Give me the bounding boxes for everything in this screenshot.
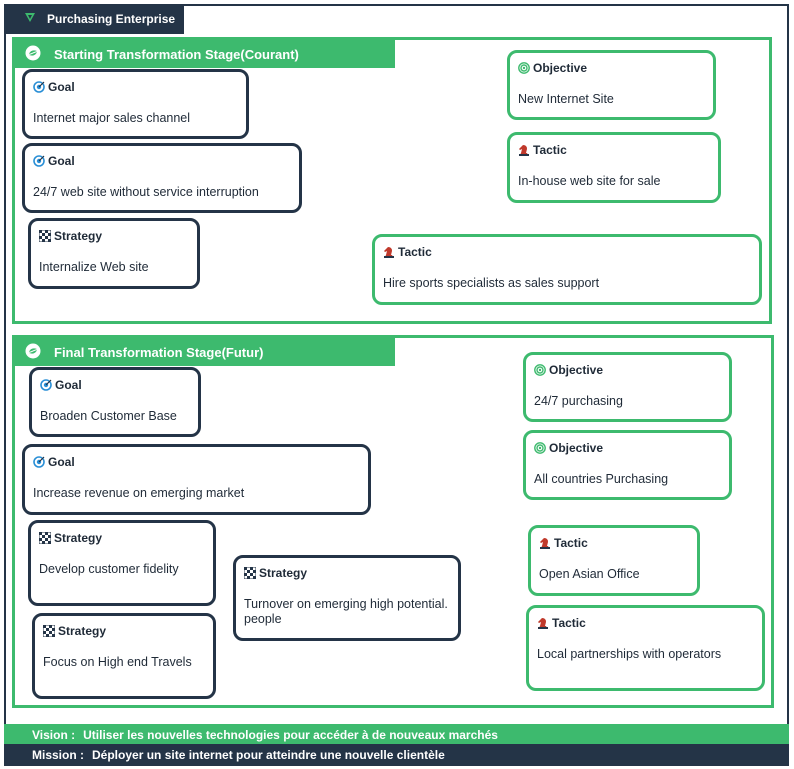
node-text: Develop customer fidelity [39,562,179,576]
strategy-icon [39,230,51,242]
node-text: Hire sports specialists as sales support [383,276,600,290]
node-type: Goal [48,154,75,168]
objective-node[interactable]: Objective New Internet Site [507,50,716,120]
node-type: Strategy [54,531,103,545]
tactic-icon [539,537,551,549]
stage-header: Final Transformation Stage(Futur) [15,338,395,366]
stage-title: Final Transformation Stage(Futur) [54,344,264,360]
node-text: New Internet Site [518,92,614,106]
node-text: Internet major sales channel [33,111,191,125]
node-text: All countries Purchasing [534,472,669,486]
vision-bar: Vision : Utiliser les nouvelles technolo… [4,724,789,745]
app-title: Purchasing Enterprise [47,12,176,26]
goal-icon [40,379,52,391]
node-type: Objective [533,61,588,75]
goal-icon [33,456,45,468]
mission-bar: Mission : Déployer un site internet pour… [4,744,789,765]
strategy-icon [39,532,51,544]
window-frame [4,4,789,766]
strategy-node[interactable]: Strategy Internalize Web site [28,218,200,289]
node-type: Strategy [58,624,107,638]
objective-node[interactable]: Objective 24/7 purchasing [523,352,732,422]
node-text: Increase revenue on emerging market [33,486,245,500]
vision-label: Vision : [32,727,76,742]
strategy-node[interactable]: Strategy Focus on High end Travels [32,613,216,699]
tactic-node[interactable]: Tactic Local partnerships with operators [526,605,765,691]
tactic-icon [537,617,549,629]
node-text: In-house web site for sale [518,174,661,188]
node-type: Strategy [259,566,308,580]
tactic-node[interactable]: Tactic Open Asian Office [528,525,700,596]
node-type: Tactic [554,536,588,550]
goal-node[interactable]: Goal 24/7 web site without service inter… [22,143,302,213]
node-type: Goal [55,378,82,392]
node-text: 24/7 web site without service interrupti… [33,185,259,199]
objective-icon [534,442,546,454]
node-text: Open Asian Office [539,567,640,581]
node-type: Objective [549,363,604,377]
goal-icon [33,155,45,167]
node-text: Focus on High end Travels [43,655,192,669]
strategy-icon [43,625,55,637]
node-text: Broaden Customer Base [40,409,177,423]
tactic-node[interactable]: Tactic In-house web site for sale [507,132,721,203]
stage-header: Starting Transformation Stage(Courant) [15,40,395,68]
node-type: Objective [549,441,604,455]
mission-label: Mission : [32,747,85,762]
node-type: Goal [48,80,75,94]
node-text: Internalize Web site [39,260,149,274]
goal-icon [33,81,45,93]
app-title-tab[interactable]: Purchasing Enterprise [4,4,184,34]
goal-node[interactable]: Goal Broaden Customer Base [29,367,201,437]
stage-icon [25,343,41,362]
vision-text: Utiliser les nouvelles technologies pour… [83,727,498,742]
tactic-icon [383,246,395,258]
goal-node[interactable]: Goal Increase revenue on emerging market [22,444,371,515]
node-text: Turnover on emerging high potential. peo… [244,597,448,626]
stage-title: Starting Transformation Stage(Courant) [54,46,299,62]
tactic-node[interactable]: Tactic Hire sports specialists as sales … [372,234,762,305]
node-text: Local partnerships with operators [537,647,722,661]
mission-text: Déployer un site internet pour atteindre… [92,747,445,762]
app-logo-icon [24,12,36,26]
node-type: Tactic [398,245,432,259]
tactic-icon [518,144,530,156]
node-type: Goal [48,455,75,469]
strategy-icon [244,567,256,579]
strategy-node[interactable]: Strategy Develop customer fidelity [28,520,216,606]
stage-icon [25,45,41,64]
node-type: Strategy [54,229,103,243]
objective-icon [534,364,546,376]
node-type: Tactic [552,616,586,630]
strategy-node[interactable]: Strategy Turnover on emerging high poten… [233,555,461,641]
goal-node[interactable]: Goal Internet major sales channel [22,69,249,139]
node-type: Tactic [533,143,567,157]
node-text: 24/7 purchasing [534,394,623,408]
objective-node[interactable]: Objective All countries Purchasing [523,430,732,500]
objective-icon [518,62,530,74]
